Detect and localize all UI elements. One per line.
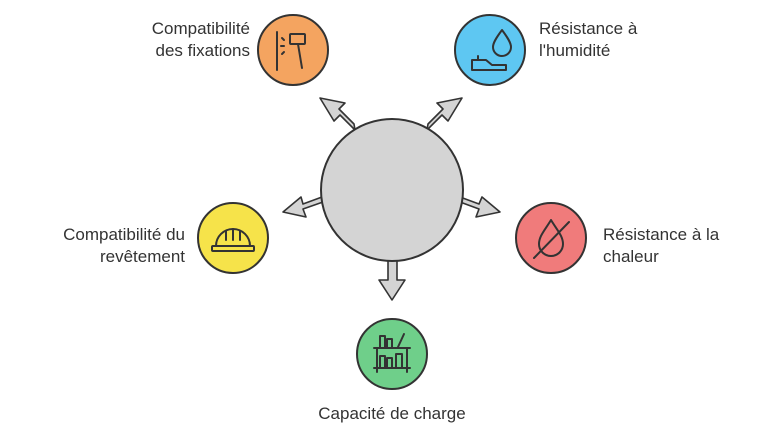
- arrow-to-chaleur: [459, 196, 501, 218]
- label-charge: Capacité de charge: [318, 404, 466, 423]
- node-revetement: [197, 202, 269, 274]
- no-fire-icon: [533, 219, 570, 259]
- label-chaleur: Résistance à la chaleur: [603, 225, 720, 266]
- label-revetement: Compatibilité du revêtement: [63, 225, 185, 266]
- hub-circle: [320, 118, 464, 262]
- hard-hat-icon: [211, 228, 255, 252]
- node-chaleur: [515, 202, 587, 274]
- arrow-to-charge: [378, 257, 406, 301]
- node-fixations: [257, 14, 329, 86]
- shelf-books-icon: [373, 333, 411, 373]
- node-charge: [356, 318, 428, 390]
- water-drop-hand-icon: [471, 29, 512, 71]
- label-humidite: Résistance à l'humidité: [539, 19, 638, 60]
- arrow-to-humidite: [426, 97, 463, 131]
- hammer-icon: [276, 31, 306, 71]
- node-humidite: [454, 14, 526, 86]
- arrow-to-revetement: [282, 196, 324, 218]
- arrow-to-fixations: [319, 97, 356, 131]
- label-fixations: Compatibilité des fixations: [151, 19, 250, 60]
